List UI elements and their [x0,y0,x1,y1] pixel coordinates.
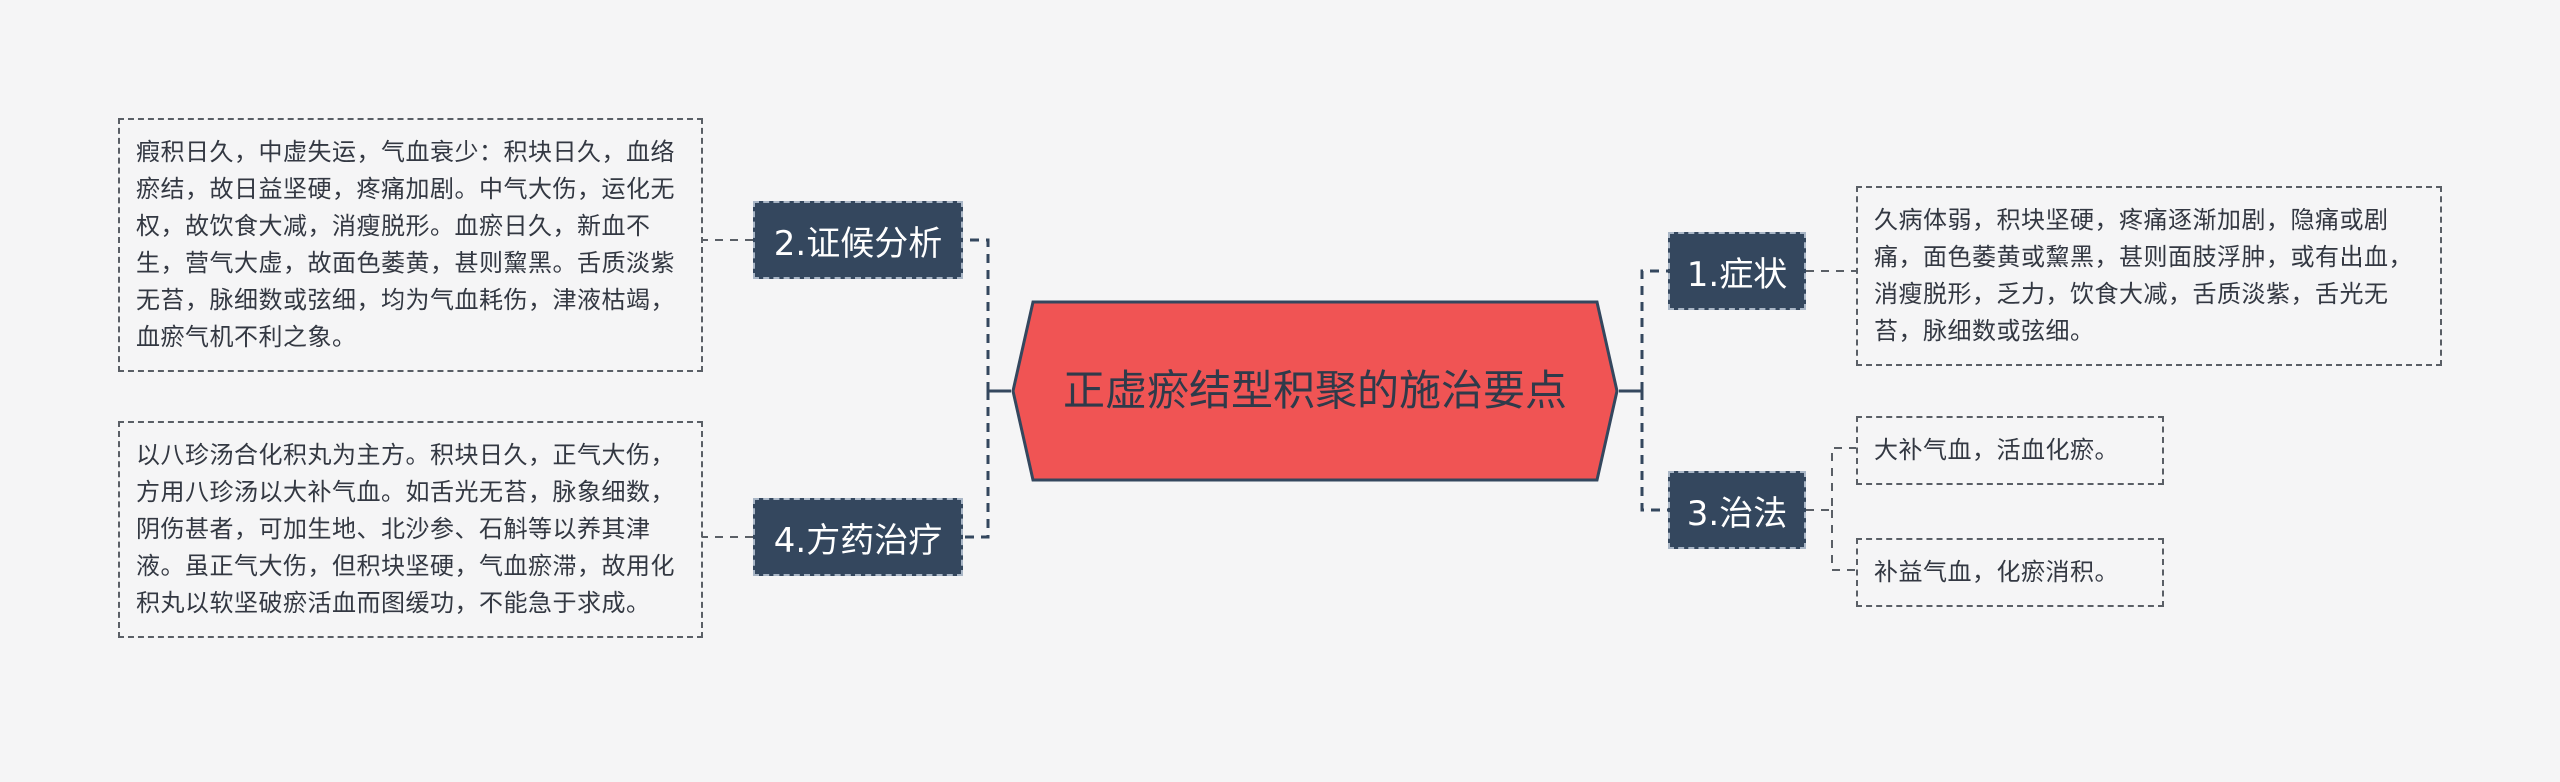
leaf-text: 久病体弱，积块坚硬，疼痛逐渐加剧，隐痛或剧痛，面色萎黄或黧黑，甚则面肢浮肿，或有… [1874,206,2413,345]
leaf-text: 大补气血，活血化瘀。 [1874,436,2119,464]
leaf-prescription-treatment[interactable]: 以八珍汤合化积丸为主方。积块日久，正气大伤，方用八珍汤以大补气血。如舌光无苔，脉… [118,421,703,638]
leaf-text: 瘕积日久，中虚失运，气血衰少：积块日久，血络瘀结，故日益坚硬，疼痛加剧。中气大伤… [136,138,675,351]
leaf-symptoms[interactable]: 久病体弱，积块坚硬，疼痛逐渐加剧，隐痛或剧痛，面色萎黄或黧黑，甚则面肢浮肿，或有… [1856,186,2442,366]
leaf-text: 以八珍汤合化积丸为主方。积块日久，正气大伤，方用八珍汤以大补气血。如舌光无苔，脉… [136,441,675,617]
branch-label: 1.症状 [1686,254,1788,295]
branch-treatment-method[interactable]: 3.治法 [1668,471,1806,549]
central-hexagon [1011,300,1619,482]
branch-syndrome-analysis[interactable]: 2.证候分析 [753,201,963,279]
branch-label: 3.治法 [1686,493,1788,534]
link-trunk-symptom [1640,269,1668,391]
leaf-text: 补益气血，化瘀消积。 [1874,558,2119,586]
central-topic[interactable]: 正虚瘀结型积聚的施治要点 [1011,300,1619,482]
link-trunk-method [1640,391,1668,512]
link-method-leaf-2 [1831,510,1856,571]
leaf-syndrome-analysis[interactable]: 瘕积日久，中虚失运，气血衰少：积块日久，血络瘀结，故日益坚硬，疼痛加剧。中气大伤… [118,118,703,372]
central-topic-label: 正虚瘀结型积聚的施治要点 [1062,366,1567,415]
branch-symptoms[interactable]: 1.症状 [1668,232,1806,310]
link-trunk-analysis [963,238,990,391]
link-trunk-prescription [963,391,990,539]
branch-label: 2.证候分析 [773,223,943,264]
leaf-treatment-method-2[interactable]: 补益气血，化瘀消积。 [1856,538,2164,607]
link-method-leaf-1 [1806,447,1856,511]
branch-label: 4.方药治疗 [773,520,943,561]
branch-prescription-treatment[interactable]: 4.方药治疗 [753,498,963,576]
leaf-treatment-method-1[interactable]: 大补气血，活血化瘀。 [1856,416,2164,485]
